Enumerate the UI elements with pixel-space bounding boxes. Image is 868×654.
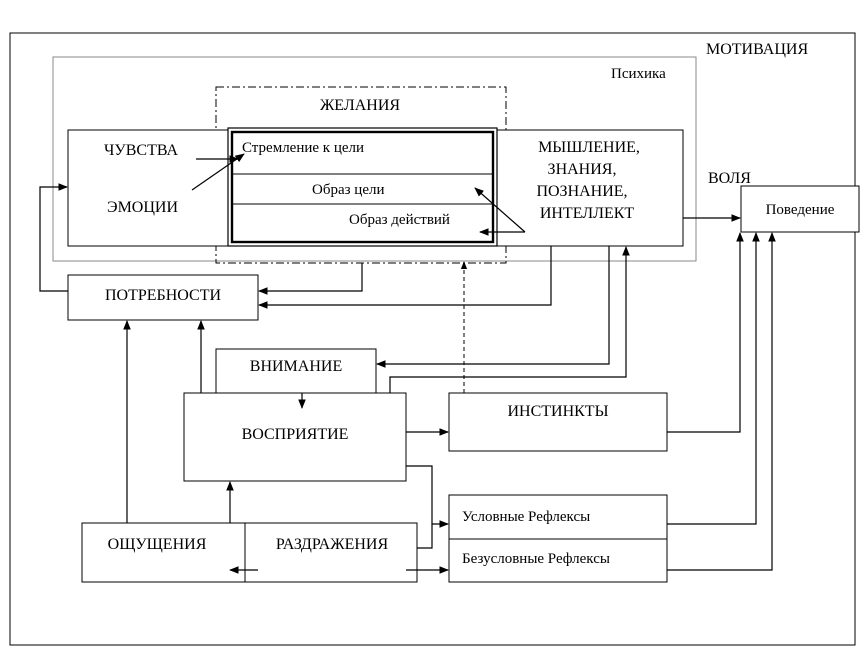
feelings-emotions-box xyxy=(67,129,229,247)
conditioned-reflexes-box xyxy=(448,494,668,540)
arrow-emotions-to-striving xyxy=(191,153,245,191)
arrow-thinking-to-attention xyxy=(376,246,610,368)
irritations-label: РАЗДРАЖЕНИЯ xyxy=(276,536,389,553)
arrow-thinking-to-needs xyxy=(258,246,552,309)
feelings-label: ЧУВСТВА xyxy=(104,142,179,159)
connector-irritations-side xyxy=(417,524,433,549)
goal-striving-label: Стремление к цели xyxy=(242,140,364,156)
attention-label: ВНИМАНИЕ xyxy=(250,358,342,375)
unconditioned-reflexes-box xyxy=(448,538,668,583)
goal-inner-box xyxy=(230,130,495,244)
psyche-label: Психика xyxy=(611,66,666,82)
needs-box xyxy=(67,274,259,321)
arrow-needs-to-emotions xyxy=(39,183,68,292)
goal-image-label: Образ цели xyxy=(312,182,385,198)
thinking-label-2: ЗНАНИЯ, xyxy=(548,161,617,178)
perception-label: ВОСПРИЯТИЕ xyxy=(242,426,349,443)
thinking-label-1: МЫШЛЕНИЕ, xyxy=(538,139,640,156)
arrow-instincts-to-behavior xyxy=(667,232,744,433)
psyche-frame xyxy=(52,56,697,262)
needs-label: ПОТРЕБНОСТИ xyxy=(105,287,221,304)
will-label: ВОЛЯ xyxy=(708,170,751,187)
motivation-label: МОТИВАЦИЯ xyxy=(706,41,808,58)
arrow-unconditioned-to-behavior xyxy=(667,232,776,571)
desires-label: ЖЕЛАНИЯ xyxy=(320,97,400,114)
thinking-label-4: ИНТЕЛЛЕКТ xyxy=(540,205,635,222)
instincts-label: ИНСТИНКТЫ xyxy=(507,403,608,420)
behavior-label: Поведение xyxy=(766,202,835,218)
arrow-desires-to-needs xyxy=(258,263,363,295)
irritations-box xyxy=(244,522,418,583)
goal-outer-box xyxy=(227,127,498,247)
motivation-frame xyxy=(9,32,856,646)
attention-box xyxy=(215,348,377,394)
arrow-perception-to-thinking xyxy=(389,246,630,393)
unconditioned-reflexes-label: Безусловные Рефлексы xyxy=(462,551,610,567)
sensations-label: ОЩУЩЕНИЯ xyxy=(108,536,207,553)
conditioned-reflexes-label: Условные Рефлексы xyxy=(462,509,590,525)
arrow-thinking-to-goal-image xyxy=(474,187,526,233)
perception-box xyxy=(183,392,407,482)
thinking-label-3: ПОЗНАНИЕ, xyxy=(536,183,627,200)
action-image-label: Образ действий xyxy=(349,212,450,228)
instincts-box xyxy=(448,392,668,452)
arrow-conditioned-to-behavior xyxy=(667,232,760,525)
emotions-label: ЭМОЦИИ xyxy=(107,199,178,216)
behavior-box xyxy=(740,185,860,233)
arrow-perception-to-conditioned xyxy=(406,465,449,528)
